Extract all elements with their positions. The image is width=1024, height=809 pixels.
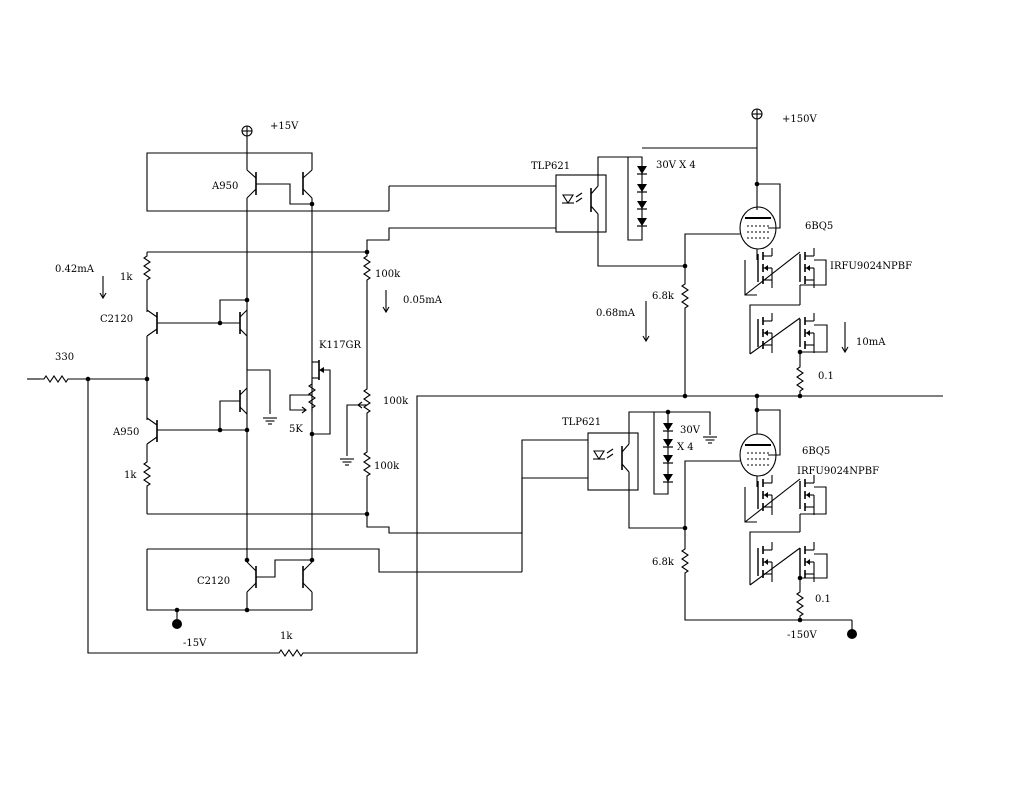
- c2120-mid-transistor: [146, 297, 250, 420]
- tube-6bq5-top: [684, 206, 777, 266]
- resistor-68k-bottom: [681, 525, 852, 621]
- resistor-1k-mid: [143, 457, 151, 514]
- label-tlp-bot: TLP621: [562, 417, 601, 428]
- label-tube-top: 6BQ5: [805, 221, 833, 232]
- pot-5k: [289, 379, 316, 414]
- label-cur-005: 0.05mA: [403, 295, 443, 306]
- resistor-100k-1: [363, 251, 371, 385]
- fet-stack-bottom-a: [744, 474, 827, 532]
- label-a950-mid: A950: [112, 427, 139, 438]
- mid-transistor-pair: [217, 336, 278, 433]
- label-cur-068: 0.68mA: [596, 308, 636, 319]
- resistor-100k-2: [339, 384, 371, 466]
- output-node-2: [797, 393, 803, 399]
- supply-neg150-terminal: [797, 617, 857, 639]
- label-a950-top: A950: [211, 181, 238, 192]
- label-zener-top: 30V X 4: [656, 160, 696, 171]
- supply-pos150-terminal: [642, 108, 781, 229]
- label-pos150: +150V: [782, 114, 817, 125]
- tlp621-bottom: [521, 411, 685, 572]
- label-fet-top: IRFU9024NPBF: [830, 261, 912, 272]
- label-r-100k-1: 100k: [375, 269, 401, 280]
- fet-stack-top-a: [744, 247, 827, 305]
- zener-stack-bottom: [653, 409, 718, 495]
- label-r-01-top: 0.1: [818, 371, 834, 382]
- resistor-1k-top: [143, 251, 151, 312]
- label-k117gr: K117GR: [319, 340, 362, 351]
- label-pos15: +15V: [270, 121, 299, 132]
- k117gr-jfet: [309, 360, 331, 437]
- label-r-100k-2: 100k: [383, 396, 409, 407]
- fet-stack-bottom-b: [749, 531, 828, 586]
- tlp621-top: [555, 156, 685, 267]
- c2120-bottom-box: [146, 548, 522, 611]
- input-node: [72, 376, 943, 657]
- supply-pos15-terminal: [241, 125, 253, 153]
- label-c2120-bot: C2120: [197, 576, 230, 587]
- resistor-330: [39, 375, 73, 383]
- label-zener-bot-a: 30V: [680, 425, 701, 436]
- label-r-68k-bot: 6.8k: [652, 557, 675, 568]
- supply-neg15-terminal: [172, 607, 182, 629]
- a950-top-transistor-pair: [246, 152, 315, 560]
- arrow-cur-068: [642, 301, 650, 343]
- resistor-68k-top: [681, 263, 689, 399]
- bias-rail-top: [147, 227, 556, 255]
- label-fet-bot: IRFU9024NPBF: [797, 466, 879, 477]
- bias-rail-bottom: [147, 511, 522, 534]
- zener-stack-top: [627, 156, 648, 241]
- label-r-01-bot: 0.1: [815, 594, 831, 605]
- label-pot-5k: 5K: [289, 424, 303, 435]
- arrow-cur-042: [99, 276, 107, 300]
- label-neg15: -15V: [183, 638, 207, 649]
- label-r-1k-mid: 1k: [124, 470, 137, 481]
- label-r-1k-feedback: 1k: [280, 631, 293, 642]
- a950-mid-transistor: [146, 417, 247, 458]
- a950-top-box: [146, 152, 556, 212]
- fet-stack-top-b: [749, 304, 828, 355]
- tube-6bq5-bottom: [684, 396, 781, 528]
- label-cur-042: 0.42mA: [55, 264, 95, 275]
- label-neg150: -150V: [787, 630, 817, 641]
- label-r-68k-top: 6.8k: [652, 291, 675, 302]
- label-r-1k-top: 1k: [120, 272, 133, 283]
- c2120-bottom-transistor-pair: [244, 557, 315, 613]
- label-r-330: 330: [55, 352, 74, 363]
- label-zener-bot-b: X 4: [677, 442, 694, 453]
- resistor-100k-3: [363, 417, 371, 514]
- arrow-cur-005: [382, 290, 390, 314]
- label-tube-bot: 6BQ5: [802, 446, 830, 457]
- label-r-100k-3: 100k: [374, 461, 400, 472]
- label-c2120-mid: C2120: [100, 314, 133, 325]
- resistor-01-top: [796, 352, 804, 396]
- arrow-cur-10: [841, 322, 849, 354]
- label-tlp-top: TLP621: [531, 161, 570, 172]
- resistor-01-bottom: [796, 578, 804, 621]
- label-cur-10: 10mA: [856, 337, 886, 348]
